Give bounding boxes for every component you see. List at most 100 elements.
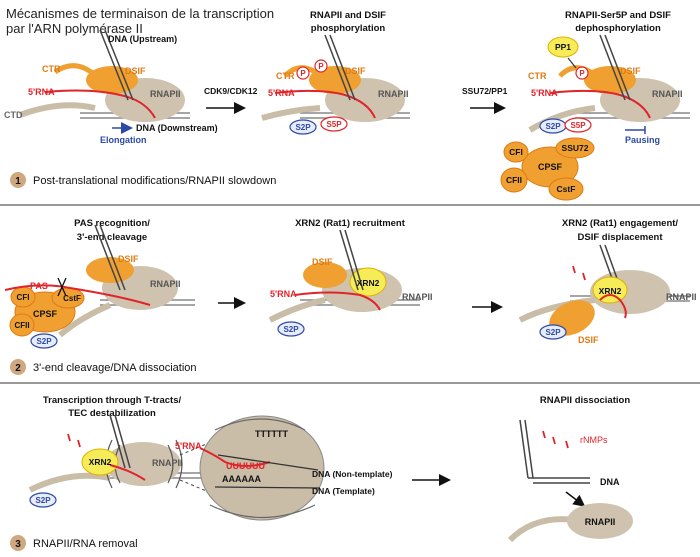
ctr-strand	[283, 65, 347, 83]
panel3-caption: RNAPII/RNA removal	[33, 538, 138, 550]
rna-strand	[4, 284, 151, 306]
panel-3: Transcription through T-tracts/ TEC dest…	[10, 395, 633, 551]
rnmp-fragment	[582, 272, 586, 281]
ctr-label: CTR	[42, 64, 61, 74]
dna-template-label: DNA (Template)	[312, 486, 375, 496]
ssu72-complex	[555, 137, 595, 159]
rnmp-fragment	[565, 440, 569, 449]
dna-label: DNA	[600, 477, 620, 487]
step-2-badge	[10, 359, 26, 375]
u-tract-label: UUUUUU	[226, 461, 265, 471]
xrn2-enzyme	[592, 276, 628, 304]
cstf-label: CstF	[557, 184, 576, 194]
panel1-arrow-1-label: CDK9/CDK12	[204, 86, 258, 96]
rnapii-polymerase	[105, 442, 181, 486]
cfii-label: CFII	[14, 321, 29, 330]
dna-nontemplate-strand	[217, 454, 319, 471]
rnapii-label: RNAPII	[666, 292, 697, 302]
s5p-label: S5P	[326, 120, 342, 129]
cfi-complex	[503, 141, 529, 163]
rna-strand	[599, 294, 627, 319]
rna-strand	[44, 89, 156, 119]
stage-c-title-2: DSIF displacement	[578, 232, 664, 243]
title-line-1: Mécanismes de terminaison de la transcri…	[6, 6, 274, 21]
s2p-label: S2P	[545, 122, 561, 131]
step-3-badge	[10, 535, 26, 551]
cfii-complex	[9, 313, 35, 337]
cfii-label: CFII	[506, 175, 522, 185]
cstf-label: CstF	[63, 294, 81, 303]
dsif-complex	[86, 257, 134, 283]
panel2-stage-c: XRN2 (Rat1) engagement/ DSIF displacemen…	[518, 218, 697, 345]
step-1-badge	[10, 172, 26, 188]
stage-c-title-2: dephosphorylation	[575, 23, 661, 34]
rna-strand-zoomed	[199, 447, 271, 467]
destabilization-waves	[167, 444, 174, 484]
stage-b-title: XRN2 (Rat1) recruitment	[295, 218, 406, 229]
stage-a-title-1: PAS recognition/	[74, 218, 150, 229]
stage-c-title-1: RNAPII-Ser5P and DSIF	[565, 10, 671, 21]
rnapii-released	[567, 503, 633, 539]
pausing-label: Pausing	[625, 135, 660, 145]
s2p-badge	[29, 492, 57, 508]
panel2-stage-a: PAS recognition/ 3'-end cleavage DSIF PA…	[4, 218, 195, 349]
rnapii-label: RNAPII	[150, 279, 181, 289]
ctd-tail	[528, 105, 596, 133]
rna-strand	[274, 89, 376, 119]
s2p-badge	[539, 324, 567, 340]
ctd-tail	[268, 297, 326, 323]
cfi-label: CFI	[509, 147, 523, 157]
s2p-label: S2P	[545, 328, 561, 337]
rna-label: 5'RNA	[268, 88, 295, 98]
phospho-label: P	[318, 62, 324, 71]
rnapii-label: RNAPII	[150, 89, 181, 99]
stage-a-title-2: 3'-end cleavage	[77, 232, 147, 243]
dissociation-arrow	[565, 491, 586, 507]
ctr-strand	[53, 63, 122, 83]
ctd-tail	[28, 472, 111, 493]
elongation-label: Elongation	[100, 135, 147, 145]
stage-a-title-1: Transcription through T-tracts/	[43, 395, 182, 406]
phospho-badge	[314, 59, 328, 73]
phospho-badge	[575, 66, 589, 80]
rna-label: 5'RNA	[28, 87, 55, 97]
ctd-label: CTD	[4, 110, 23, 120]
cfii-complex	[500, 167, 528, 193]
xrn2-label: XRN2	[89, 457, 112, 467]
dsif-label: DSIF	[118, 254, 139, 264]
rnapii-label: RNAPII	[652, 89, 683, 99]
rna-strand	[109, 464, 146, 481]
dna-upstream-strand	[99, 29, 129, 101]
xrn2-label: XRN2	[357, 278, 380, 288]
cpsf-label: CPSF	[33, 309, 58, 319]
xrn2-enzyme	[81, 448, 119, 476]
rnapii-label: RNAPII	[152, 458, 183, 468]
stage-b-title-1: RNAPII and DSIF	[310, 10, 386, 21]
phospho-badge	[296, 66, 310, 80]
rnmp-fragment	[572, 265, 576, 274]
pp1-label: PP1	[555, 42, 571, 52]
s2p-label: S2P	[36, 337, 52, 346]
ctr-strand	[558, 65, 622, 83]
s2p-badge	[30, 333, 58, 349]
step-3-number: 3	[15, 539, 21, 550]
ctd-tail	[518, 297, 596, 323]
dna-strand	[519, 419, 529, 479]
panel3-stage-a: Transcription through T-tracts/ TEC dest…	[28, 395, 393, 521]
rna-label: 5'RNA	[175, 441, 202, 451]
ctd-tail	[18, 102, 96, 118]
ctd-tail	[58, 302, 112, 338]
cfi-label: CFI	[17, 293, 30, 302]
stage-b-title-2: phosphorylation	[311, 23, 386, 34]
dna-template-strand	[214, 486, 321, 489]
rnapii-label: RNAPII	[378, 89, 409, 99]
s5p-label: S5P	[570, 121, 586, 130]
pp1-enzyme	[547, 36, 579, 58]
panel-1: DNA (Upstream) CTR DSIF 5'RNA RNAPII CTD…	[4, 10, 690, 201]
dna-nontemplate-label: DNA (Non-template)	[312, 469, 393, 479]
page-title: Mécanismes de terminaison de la transcri…	[6, 6, 274, 36]
rnmp-fragment	[67, 433, 71, 442]
step-2-number: 2	[15, 363, 21, 374]
panel1-stage-b: RNAPII and DSIF phosphorylation CTR P P …	[261, 10, 410, 135]
cpsf-label: CPSF	[538, 162, 563, 172]
